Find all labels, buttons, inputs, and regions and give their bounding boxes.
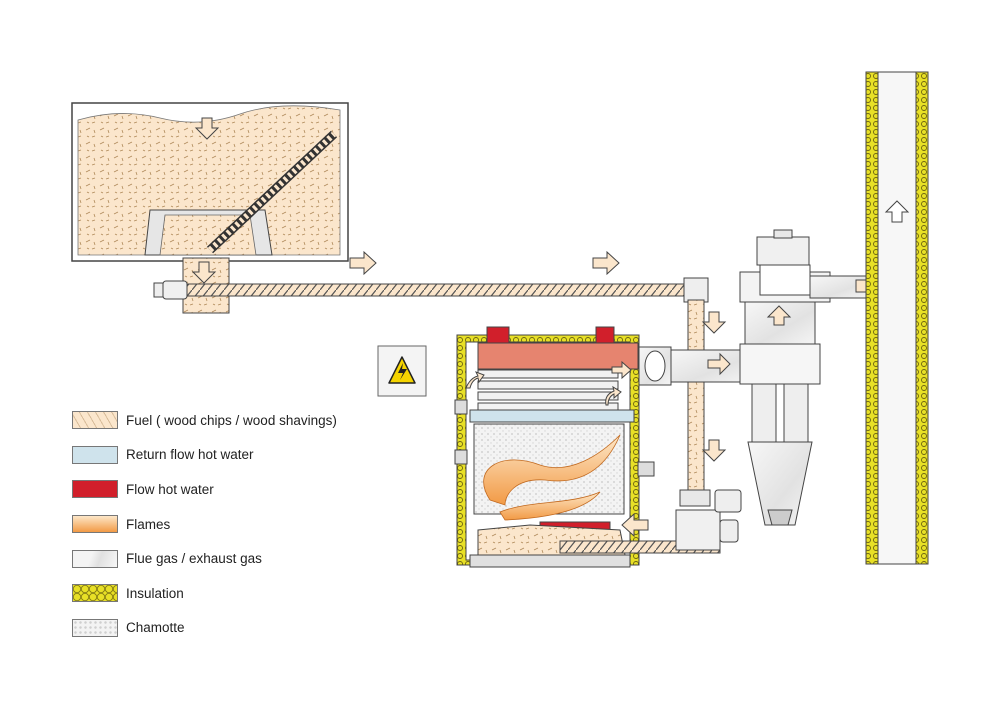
fuel-silo [71, 102, 349, 262]
stoker-screw [559, 489, 742, 554]
flue-flow-arrow [605, 385, 622, 406]
legend-label: Insulation [126, 585, 184, 601]
cyclone-separator [739, 229, 876, 526]
fuel-flow-arrow-down [191, 261, 217, 284]
flue-flow-arrow-down [701, 311, 727, 334]
flame [499, 491, 601, 521]
legend-item-insulation: Insulation [72, 576, 402, 611]
fuel-flow-arrow-right [349, 250, 377, 276]
legend-label: Chamotte [126, 620, 185, 636]
flue-flow-arrow-right [707, 352, 731, 376]
legend: Fuel ( wood chips / wood shavings) Retur… [72, 403, 402, 645]
chimney [865, 71, 929, 565]
electrical-control-box [377, 345, 427, 397]
legend-label: Flames [126, 516, 171, 532]
legend-label: Return flow hot water [126, 447, 254, 463]
legend-label: Flow hot water [126, 481, 214, 497]
legend-label: Flue gas / exhaust gas [126, 551, 262, 567]
fuel-flow-arrow-right [592, 250, 620, 276]
legend-item-flames: Flames [72, 507, 402, 542]
legend-label: Fuel ( wood chips / wood shavings) [126, 412, 337, 428]
vertical-fuel-pipe [679, 277, 711, 507]
legend-item-fuel: Fuel ( wood chips / wood shavings) [72, 403, 402, 438]
flue-flow-arrow-down [701, 439, 727, 462]
boiler [454, 326, 672, 568]
chamotte-swatch [72, 618, 118, 637]
flue-gas-swatch [72, 549, 118, 568]
flue-flow-arrow-up [766, 305, 792, 326]
insulation-swatch [72, 584, 118, 603]
return-flow-swatch [72, 445, 118, 464]
flue-flow-arrow [465, 371, 485, 389]
flue-flow-arrow-right [611, 360, 632, 380]
flames-swatch [72, 515, 118, 534]
fuel-swatch [72, 411, 118, 430]
legend-item-return-flow: Return flow hot water [72, 438, 402, 473]
high-voltage-warning-icon [388, 356, 416, 384]
fuel-flow-arrow-down [194, 117, 220, 140]
flue-flow-arrow-up [884, 200, 910, 223]
diagonal-feed-auger [206, 130, 338, 254]
flow-swatch [72, 480, 118, 499]
flame [483, 434, 621, 506]
legend-item-flue-gas: Flue gas / exhaust gas [72, 541, 402, 576]
horizontal-screw-conveyor [153, 280, 688, 300]
fuel-flow-arrow-left [621, 512, 649, 538]
legend-item-flow: Flow hot water [72, 472, 402, 507]
flue-gas-duct [670, 349, 752, 383]
legend-item-chamotte: Chamotte [72, 611, 402, 646]
